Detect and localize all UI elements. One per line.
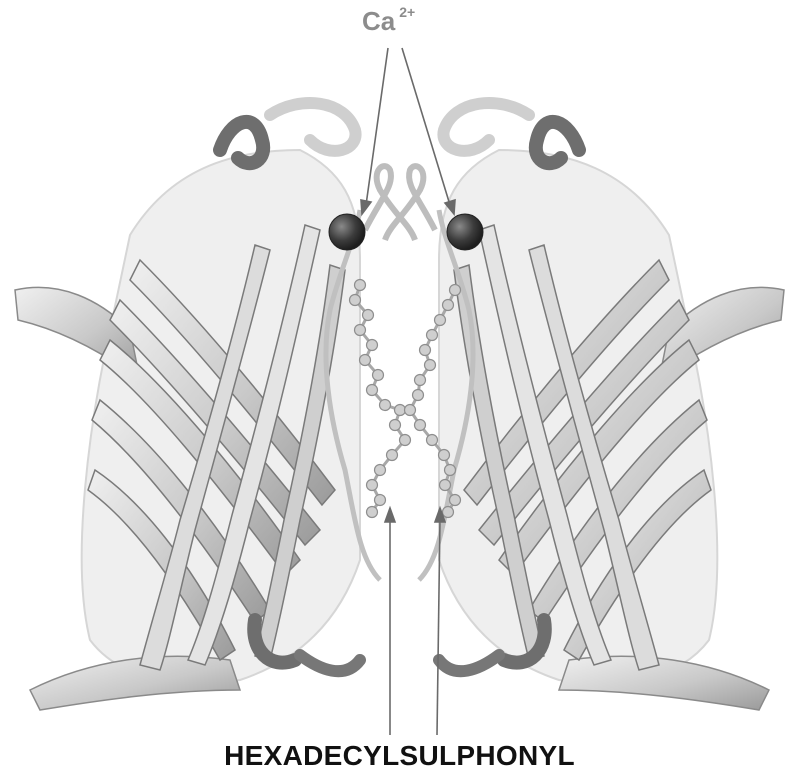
ligand-atom [425,360,436,371]
ligand-atom [373,370,384,381]
left-monomer [15,103,380,710]
ligand-atom [435,315,446,326]
central-knot [365,166,435,240]
ligand-atom [445,465,456,476]
ligand-atom [413,390,424,401]
ligand-atom [420,345,431,356]
ligand-atom [350,295,361,306]
ligand-atom [387,450,398,461]
ligand-atom [439,450,450,461]
ion-arrow-left-head [361,200,371,214]
ligand-atom [380,400,391,411]
ligand-atom [375,465,386,476]
ligand-atom [367,385,378,396]
ligand-arrow-left-head [385,508,395,522]
ligand-atom [450,285,461,296]
ligand-atom [450,495,461,506]
ligand-label: HEXADECYLSULPHONYL [0,740,799,772]
ligand-atom [355,280,366,291]
calcium-ion-left [329,214,365,250]
ligand-atom [367,340,378,351]
right-monomer [419,103,784,710]
ion-charge: 2+ [399,4,415,20]
ligand-atom [395,405,406,416]
ligand-atom [415,375,426,386]
right-lower-helix-2 [439,655,499,671]
right-top-loop-2 [443,103,529,151]
ligand-annotation-arrows [385,508,445,735]
ligand-atom [360,355,371,366]
ligand-chain-left [355,285,405,512]
ligand-atom [390,420,401,431]
ion-symbol: Ca [362,6,395,36]
left-top-loop [220,122,263,163]
left-top-loop-2 [270,103,356,151]
calcium-ion-right [447,214,483,250]
ligand-atom [355,325,366,336]
ligand-atom [400,435,411,446]
ligand-atom [405,405,416,416]
ligand-atom [427,330,438,341]
left-bottom-flare [30,656,240,710]
ligand-atom [367,480,378,491]
ligand-atom [440,480,451,491]
ligand-atom [375,495,386,506]
left-lower-helix-2 [300,655,360,671]
ligand-atom [443,300,454,311]
ligand-atom [415,420,426,431]
ligand-atom [443,507,454,518]
ligand-atom [363,310,374,321]
right-bottom-flare [559,656,769,710]
ligand-atom [367,507,378,518]
right-top-loop [536,122,579,163]
ligand-atom [427,435,438,446]
